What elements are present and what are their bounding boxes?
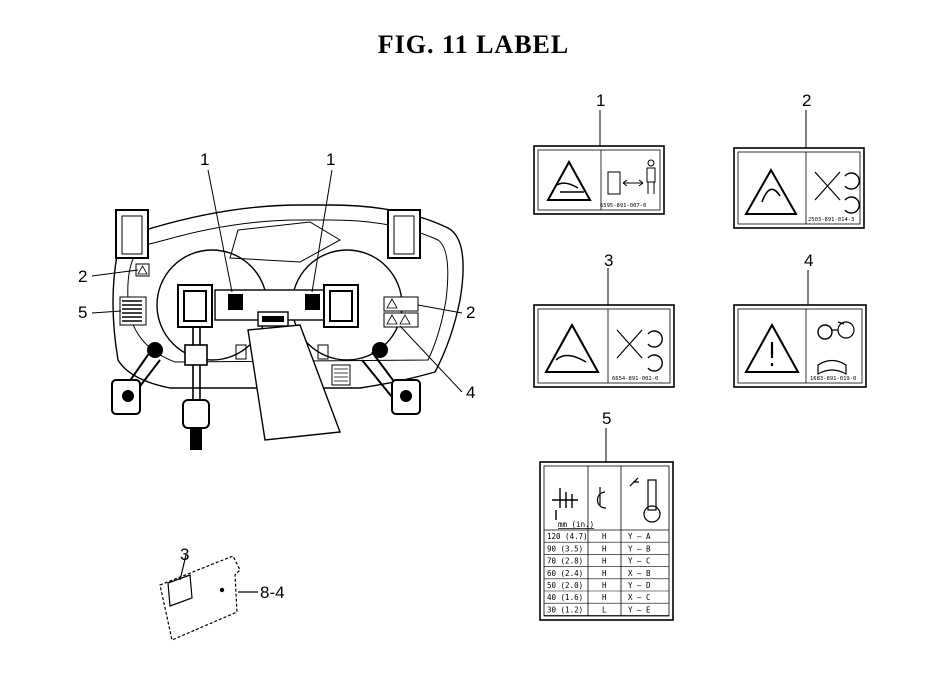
table-unit-label: mm (in.) <box>558 520 594 529</box>
no-hands-icon <box>616 329 643 359</box>
table-cell-wheel: H <box>602 532 607 541</box>
table-cell-height: 90 (3.5) <box>547 544 583 553</box>
panel-callout-3: 3 <box>180 545 189 564</box>
table-cell-position: Y — E <box>628 605 651 614</box>
label-4-decal <box>733 304 867 388</box>
table-cell-position: X — C <box>628 593 651 602</box>
hand-crush-icon <box>556 182 584 193</box>
table-cell-position: Y — B <box>628 544 651 553</box>
panel-callout-part: 8-4 <box>260 583 285 602</box>
discharge-chute <box>247 324 341 441</box>
callout-5-left: 5 <box>78 303 87 322</box>
callout-1-left: 1 <box>200 150 209 169</box>
table-cell-height: 40 (1.6) <box>547 593 583 602</box>
table-cell-wheel: H <box>602 557 607 566</box>
cutting-height-icon <box>552 488 578 520</box>
mower-deck-illustration <box>111 204 464 450</box>
label-2-code: 2503-891-014-3 <box>808 217 854 223</box>
side-panel-8-4 <box>159 554 258 641</box>
label-2-decal <box>733 147 865 229</box>
warning-triangle-icon <box>546 159 592 201</box>
caster-wheel-icon <box>596 487 607 509</box>
table-cell-wheel: H <box>602 569 607 578</box>
label-5-decal <box>539 461 674 621</box>
table-cell-wheel: H <box>602 593 607 602</box>
table-cell-position: Y — D <box>628 581 651 590</box>
no-hands-icon <box>814 171 841 201</box>
table-cell-position: Y — A <box>628 532 651 541</box>
table-cell-wheel: H <box>602 544 607 553</box>
label-4-code: 1683-891-019-0 <box>810 376 856 382</box>
label-1-decal <box>533 145 665 215</box>
warning-triangle-icon <box>744 167 798 215</box>
hole-selector-icon <box>647 479 657 511</box>
label-4-number: 4 <box>804 251 813 270</box>
deck-outline <box>112 204 464 389</box>
label-1-number: 1 <box>596 91 605 110</box>
table-cell-wheel: H <box>602 581 607 590</box>
callout-1-right: 1 <box>326 150 335 169</box>
label-1-code: 6595-891-007-0 <box>600 203 646 209</box>
table-cell-height: 70 (2.8) <box>547 557 583 566</box>
label-5-number: 5 <box>602 409 611 428</box>
figure-title: FIG. 11 LABEL <box>377 30 570 59</box>
table-cell-height: 30 (1.2) <box>547 605 583 614</box>
rotation-icon <box>647 330 663 372</box>
table-cell-height: 60 (2.4) <box>547 569 583 578</box>
warning-triangle-icon <box>744 322 800 373</box>
label-3-code: 6654-891-002-0 <box>612 376 658 382</box>
warning-triangle-icon <box>544 322 600 373</box>
table-cell-height: 50 (2.0) <box>547 581 583 590</box>
label-3-number: 3 <box>604 251 613 270</box>
callout-2-right: 2 <box>466 303 475 322</box>
manual-book-icon <box>817 359 847 376</box>
person-icon <box>646 167 656 194</box>
callout-4-right: 4 <box>466 383 475 402</box>
label-3-decal <box>533 304 675 388</box>
table-cell-wheel: L <box>602 605 607 614</box>
table-cell-height: 120 (4.7) <box>547 532 588 541</box>
callout-2-left: 2 <box>78 267 87 286</box>
deck-leader-lines <box>91 169 463 393</box>
rotation-icon <box>844 172 860 214</box>
height-table-rows: 120 (4.7) H Y — A 90 (3.5) H Y — B 70 (2.8) H Y … <box>544 532 669 616</box>
table-cell-position: X — B <box>628 569 651 578</box>
key-icon <box>817 324 833 340</box>
table-cell-position: Y — C <box>628 557 651 566</box>
label-2-number: 2 <box>802 91 811 110</box>
